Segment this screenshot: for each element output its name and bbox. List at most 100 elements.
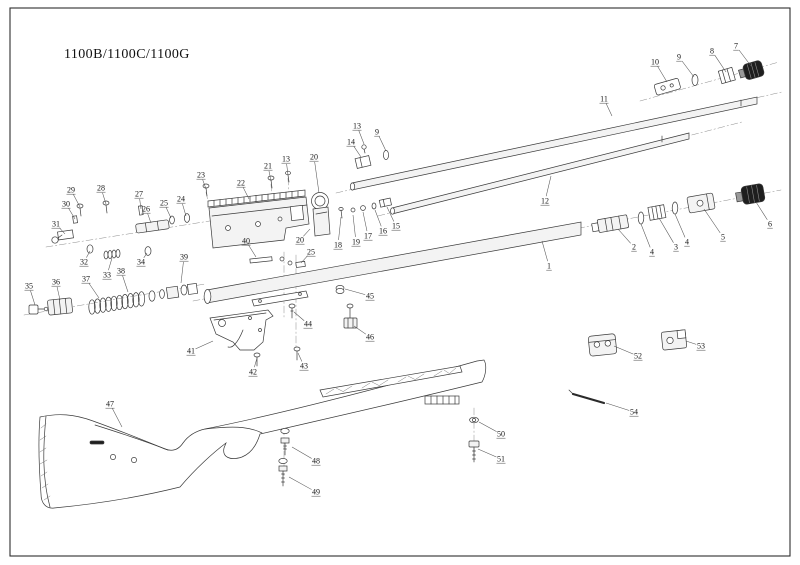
part-11-barrel	[349, 96, 758, 191]
callout-leader	[182, 203, 187, 217]
part-44-screw	[288, 303, 296, 319]
callout-label: 19	[352, 238, 360, 247]
part-52-block	[587, 333, 618, 357]
callout-leader	[254, 357, 258, 368]
part-26-bolt-body	[135, 219, 170, 234]
callout-leader	[703, 208, 721, 234]
part-19-ring	[350, 207, 356, 213]
callout-label: 3	[674, 243, 678, 252]
part-21-screw	[267, 175, 275, 189]
callout-label: 22	[237, 179, 245, 188]
callout-label: 15	[392, 222, 400, 231]
callout-label: 52	[634, 352, 642, 361]
callout-label: 4	[685, 238, 689, 247]
part-23-screw	[202, 183, 210, 197]
part-4a-oring	[637, 211, 645, 225]
callout-label: 18	[334, 241, 342, 250]
callout-label: 13	[353, 122, 361, 131]
callout-label: 25	[160, 199, 168, 208]
callout-leader	[286, 163, 289, 176]
callout-label: 14	[347, 138, 355, 147]
part-41-trigger-group	[209, 309, 274, 351]
callout-leader	[378, 136, 387, 152]
callout-leader	[268, 170, 272, 182]
callout-label: 20	[310, 153, 318, 162]
callout-label: 54	[630, 408, 638, 417]
callout-label: 20	[296, 236, 304, 245]
callout-leader	[685, 340, 697, 345]
callout-label: 42	[249, 368, 257, 377]
callout-label: 47	[106, 400, 114, 409]
callout-leader	[640, 223, 651, 248]
part-13a-screw	[361, 144, 367, 154]
callout-label: 44	[304, 320, 312, 329]
callout-leader	[288, 476, 312, 490]
callout-label: 23	[197, 171, 205, 180]
callout-leader	[303, 228, 311, 237]
callout-leader	[338, 216, 342, 241]
part-17-ring	[360, 205, 366, 211]
forend-insert	[424, 395, 460, 405]
callout-leader	[477, 448, 497, 458]
part-9-washer	[691, 74, 699, 86]
callout-label: 53	[697, 342, 705, 351]
callout-label: 2	[632, 243, 636, 252]
callout-leader	[314, 161, 320, 194]
part-36-adjuster	[47, 297, 73, 316]
part-37-spring	[88, 291, 146, 315]
part-38-washer	[148, 290, 156, 302]
callout-label: 24	[177, 195, 185, 204]
part-22-scope-rail	[207, 189, 306, 208]
part-14-fitting	[354, 155, 372, 169]
callout-leader	[108, 257, 113, 271]
callout-leader	[605, 103, 613, 117]
part-25a-ring	[169, 215, 175, 225]
callout-label: 43	[300, 362, 308, 371]
callout-label: 11	[600, 95, 608, 104]
callout-leader	[386, 206, 395, 222]
part-5-plug	[686, 192, 716, 214]
callout-leader	[180, 261, 184, 284]
callout-leader	[352, 214, 356, 238]
callout-label: 49	[312, 488, 320, 497]
callout-leader	[358, 130, 365, 145]
callout-leader	[139, 198, 142, 210]
callout-label: 4	[650, 248, 654, 257]
callout-leader	[147, 213, 152, 224]
part-25b-pin	[295, 260, 306, 268]
part-3-washer-stack	[647, 204, 667, 221]
callout-leader	[755, 201, 768, 220]
callout-leader	[613, 345, 634, 355]
callout-label: 33	[103, 271, 111, 280]
part-8-bushing	[717, 66, 736, 85]
callout-label: 5	[721, 233, 725, 242]
part-16-oring	[371, 202, 377, 210]
callout-label: 36	[52, 278, 60, 287]
part-12-tube	[390, 132, 690, 215]
callout-leader	[242, 187, 250, 200]
part-28-screw	[102, 200, 110, 214]
part-53-block	[660, 329, 688, 351]
part-34-washer	[144, 246, 152, 256]
callout-label: 30	[62, 200, 70, 209]
callout-leader	[102, 192, 107, 205]
part-10-sleeve	[653, 78, 681, 96]
callout-label: 45	[366, 292, 374, 301]
diagram-title: 1100B/1100C/1100G	[64, 47, 190, 62]
callout-label: 41	[187, 347, 195, 356]
callout-label: 32	[80, 258, 88, 267]
part-20-ring-mount	[311, 192, 331, 237]
callout-label: 48	[312, 457, 320, 466]
callout-label: 28	[97, 184, 105, 193]
callout-leader	[344, 288, 366, 295]
part-9b-washer	[383, 150, 389, 160]
callout-label: 17	[364, 232, 372, 241]
callout-leader	[681, 60, 695, 78]
callout-leader	[617, 228, 631, 244]
callout-label: 9	[375, 128, 379, 137]
callout-label: 1	[547, 262, 551, 271]
callout-leader	[478, 421, 497, 432]
callout-leader	[714, 55, 727, 73]
part-6-end-cap	[735, 183, 766, 205]
part-29-screw	[76, 203, 84, 217]
